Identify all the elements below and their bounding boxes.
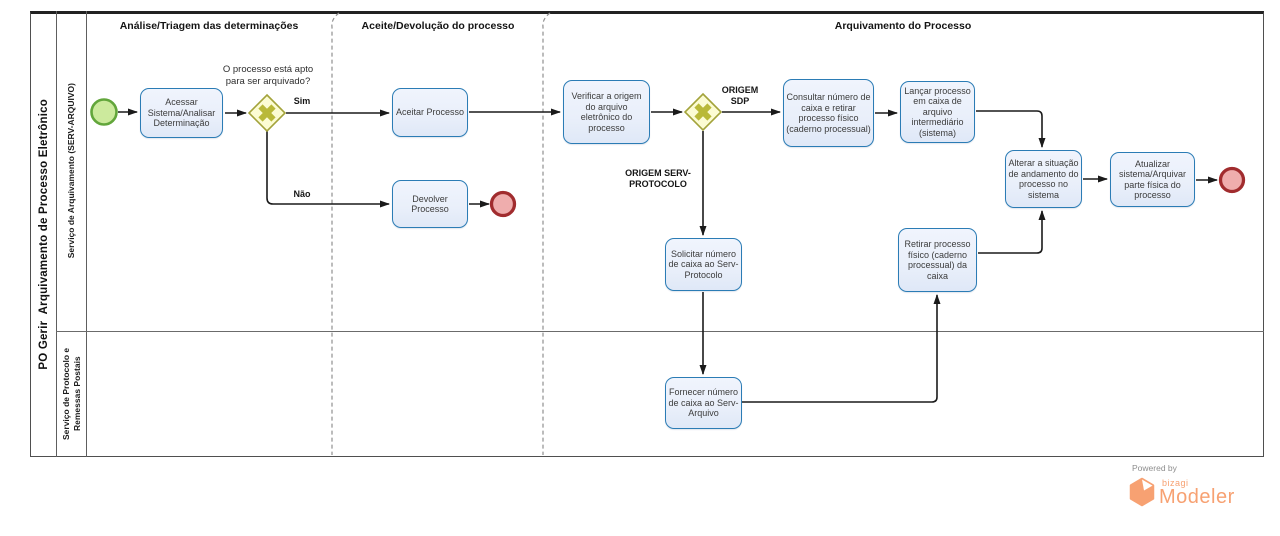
task-label: Aceitar Processo — [395, 107, 465, 118]
lane-label-serv-arquivo: Serviço de Arquivamento (SERV-ARQUIVO) — [66, 83, 76, 259]
task-label: Retirar processo físico (caderno process… — [904, 239, 971, 281]
phase-analise-triagem: Análise/Triagem das determinações — [119, 20, 299, 32]
bizagi-wordmark: bizagi — [1162, 478, 1189, 488]
phase-arquivamento: Arquivamento do Processo — [834, 20, 972, 32]
task-acessar-sistema[interactable]: Acessar Sistema/Analisar Determinação — [140, 88, 223, 138]
task-label: Verificar a origem do arquivo eletrônico… — [571, 91, 642, 133]
pool-border — [30, 11, 1264, 457]
task-devolver-processo[interactable]: Devolver Processo — [392, 180, 468, 228]
lane-serv-protocolo: Serviço de Protocolo e Remessas Postais — [57, 332, 86, 455]
task-retirar-processo-fisico[interactable]: Retirar processo físico (caderno process… — [898, 228, 977, 292]
lane-serv-arquivo: Serviço de Arquivamento (SERV-ARQUIVO) — [57, 13, 86, 329]
bizagi-box-icon — [1129, 477, 1155, 507]
task-label: Alterar a situação de andamento do proce… — [1008, 158, 1079, 200]
pool-title-divider — [56, 11, 57, 457]
phase-aceite-devolucao: Aceite/Devolução do processo — [361, 20, 515, 32]
label-origem-sdp: ORIGEM SDP — [721, 85, 759, 106]
task-label: Atualizar sistema/Arquivar parte física … — [1118, 158, 1187, 201]
label-sim: Sim — [293, 96, 311, 106]
task-label: Consultar número de caixa e retirar proc… — [786, 92, 871, 134]
pool: PO Gerir Arquivamento de Processo Eletrô… — [31, 13, 56, 455]
task-alterar-situacao[interactable]: Alterar a situação de andamento do proce… — [1005, 150, 1082, 208]
powered-by-text: Powered by — [1132, 463, 1177, 473]
lane-label-serv-protocolo: Serviço de Protocolo e Remessas Postais — [60, 347, 82, 440]
task-verificar-origem[interactable]: Verificar a origem do arquivo eletrônico… — [563, 80, 650, 144]
task-label: Lançar processo em caixa de arquivo inte… — [904, 85, 971, 138]
lane-label-divider — [86, 11, 87, 457]
task-fornecer-numero-caixa[interactable]: Fornecer número de caixa ao Serv-Arquivo — [665, 377, 742, 429]
task-aceitar-processo[interactable]: Aceitar Processo — [392, 88, 468, 137]
gateway-question-label: O processo está apto para ser arquivado? — [222, 64, 314, 87]
task-label: Devolver Processo — [411, 193, 449, 215]
task-label: Acessar Sistema/Analisar Determinação — [147, 97, 216, 129]
task-atualizar-sistema[interactable]: Atualizar sistema/Arquivar parte física … — [1110, 152, 1195, 207]
lane-divider — [56, 331, 1264, 332]
task-label: Solicitar número de caixa ao Serv-Protoc… — [668, 248, 739, 280]
label-nao: Não — [293, 189, 311, 199]
task-solicitar-numero-caixa[interactable]: Solicitar número de caixa ao Serv-Protoc… — [665, 238, 742, 291]
modeler-wordmark: Modeler — [1159, 486, 1235, 508]
pool-title: PO Gerir Arquivamento de Processo Eletrô… — [37, 98, 50, 370]
task-lancar-processo-caixa[interactable]: Lançar processo em caixa de arquivo inte… — [900, 81, 975, 143]
task-consultar-numero-caixa[interactable]: Consultar número de caixa e retirar proc… — [783, 79, 874, 147]
task-label: Fornecer número de caixa ao Serv-Arquivo — [668, 387, 739, 419]
label-origem-serv-protocolo: ORIGEM SERV-PROTOCOLO — [625, 168, 691, 189]
